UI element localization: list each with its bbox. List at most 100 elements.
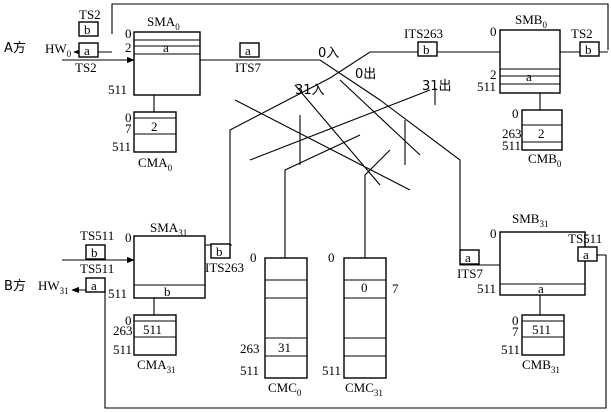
cmc0-addr-bottom: 511 [240,363,259,378]
cmb31-cell-value: 511 [532,322,551,337]
port-in-0: 0入 [318,46,339,61]
ts511-left-bottom-label: TS511 [80,261,114,276]
smb0-box [499,29,561,94]
cmb31-addr-top: 0 [512,313,519,328]
cmc0-addr-top: 0 [250,250,257,265]
sma31-addr-bottom: 511 [108,286,127,301]
cmc31-title: CMC31 [345,380,383,398]
smb0-cell-value: a [526,69,532,84]
cma31-addr-263: 263 [113,323,133,338]
its7-bottom-label: ITS7 [457,266,484,281]
ts511-left-top-label: TS511 [80,228,114,243]
side-a-label: A方 [4,40,26,56]
cmb31-box [521,314,565,356]
ts511-right-cell [577,246,598,262]
ts511-left-top-cell [85,244,106,260]
cross-line-1 [234,99,411,191]
hw0-label: HW0 [45,41,72,59]
ts2-left-value: a [84,43,90,58]
sma0-addr-bottom: 511 [108,82,127,97]
cmb0-title: CMB0 [528,151,562,169]
ts511-left-bottom-value: a [91,278,97,293]
cmb31-addr-7: 7 [512,324,519,339]
ts2-left-label: TS2 [75,60,97,75]
its7-top-cell [239,42,260,58]
hw31-label: HW31 [38,278,69,296]
its263-bottom-value: b [216,244,223,259]
cmc31-cell-value: 0 [361,280,368,295]
cmc0-cell-value: 31 [278,340,291,355]
its263-bottom-label: ITS263 [205,260,244,275]
ts2-right-label: TS2 [571,26,593,41]
smb31-addr-top: 0 [490,226,497,241]
sma31-addr-top: 0 [125,230,132,245]
cma0-title: CMA0 [138,155,173,173]
ts2-right-cell [579,41,600,57]
cma31-addr-bottom: 511 [113,342,132,357]
ts511-left-top-value: b [91,245,98,260]
ts511-right-label: TS511 [568,231,602,246]
port-in-31: 31入 [295,83,325,98]
sma0-title: SMA0 [147,14,180,32]
cross-line-3 [294,84,381,186]
sma0-to-net [200,59,500,266]
smb0-title: SMB0 [515,12,547,30]
its7-top-value: a [245,43,251,58]
cma0-addr-top: 0 [125,110,132,125]
sma31-title: SMA31 [150,220,187,238]
its263-top-cell [417,41,438,57]
cma0-box [133,111,177,153]
smb31-cell-value: a [538,281,544,296]
sma0-cell-value: a [163,40,169,55]
sma31-box [133,235,206,299]
cmc0-control-line [284,134,361,258]
smb0-addr-bottom: 511 [477,79,496,94]
cma31-addr-top: 0 [125,313,132,328]
side-b-label: B方 [4,278,26,294]
cmb0-addr-bottom: 511 [502,138,521,153]
sma0-addr-2: 2 [125,40,132,55]
smb0-addr-2: 2 [490,67,497,82]
cmc0-box [264,257,308,379]
ts2-right-value: b [585,42,592,57]
cma31-title: CMA31 [137,357,176,375]
cmb0-addr-263: 263 [502,126,522,141]
net-to-smb0 [205,51,500,246]
its7-bottom-cell [459,249,480,265]
cmb0-cell-value: 2 [538,126,545,141]
ts2-top-cell [78,21,99,37]
cma0-addr-bottom: 511 [112,139,131,154]
cmc31-addr-7: 7 [392,281,399,296]
sma0-box [133,31,201,96]
cmb31-addr-bottom: 511 [501,342,520,357]
cmb31-title: CMB31 [522,357,560,375]
outer-loop-bottom [104,254,607,409]
cmc31-addr-top: 0 [328,250,335,265]
cmb0-box [521,109,563,151]
sma31-cell-value: b [164,284,171,299]
ts2-top-value: b [84,22,91,37]
cma0-addr-7: 7 [125,121,132,136]
cmc0-addr-263: 263 [240,341,260,356]
smb0-addr-top: 0 [490,24,497,39]
its263-bottom-cell [210,243,231,259]
ts2-top-label: TS2 [79,7,101,22]
its7-top-label: ITS7 [235,60,262,75]
port-out-0: 0出 [355,67,376,82]
cma31-cell-value: 511 [143,322,162,337]
cmc31-control-line [364,149,391,258]
cmb0-addr-top: 0 [512,106,519,121]
ts511-right-value: a [583,247,589,262]
outer-loop-top [111,3,609,50]
its263-top-label: ITS263 [404,26,443,41]
its7-bottom-value: a [465,250,471,265]
cmc31-box [343,257,387,379]
ts511-left-bottom-cell [85,277,106,293]
cmc31-addr-bottom: 511 [322,363,341,378]
smb31-title: SMB31 [512,211,548,229]
cross-line-2 [249,89,431,161]
its263-top-value: b [423,42,430,57]
cmc0-title: CMC0 [268,380,302,398]
